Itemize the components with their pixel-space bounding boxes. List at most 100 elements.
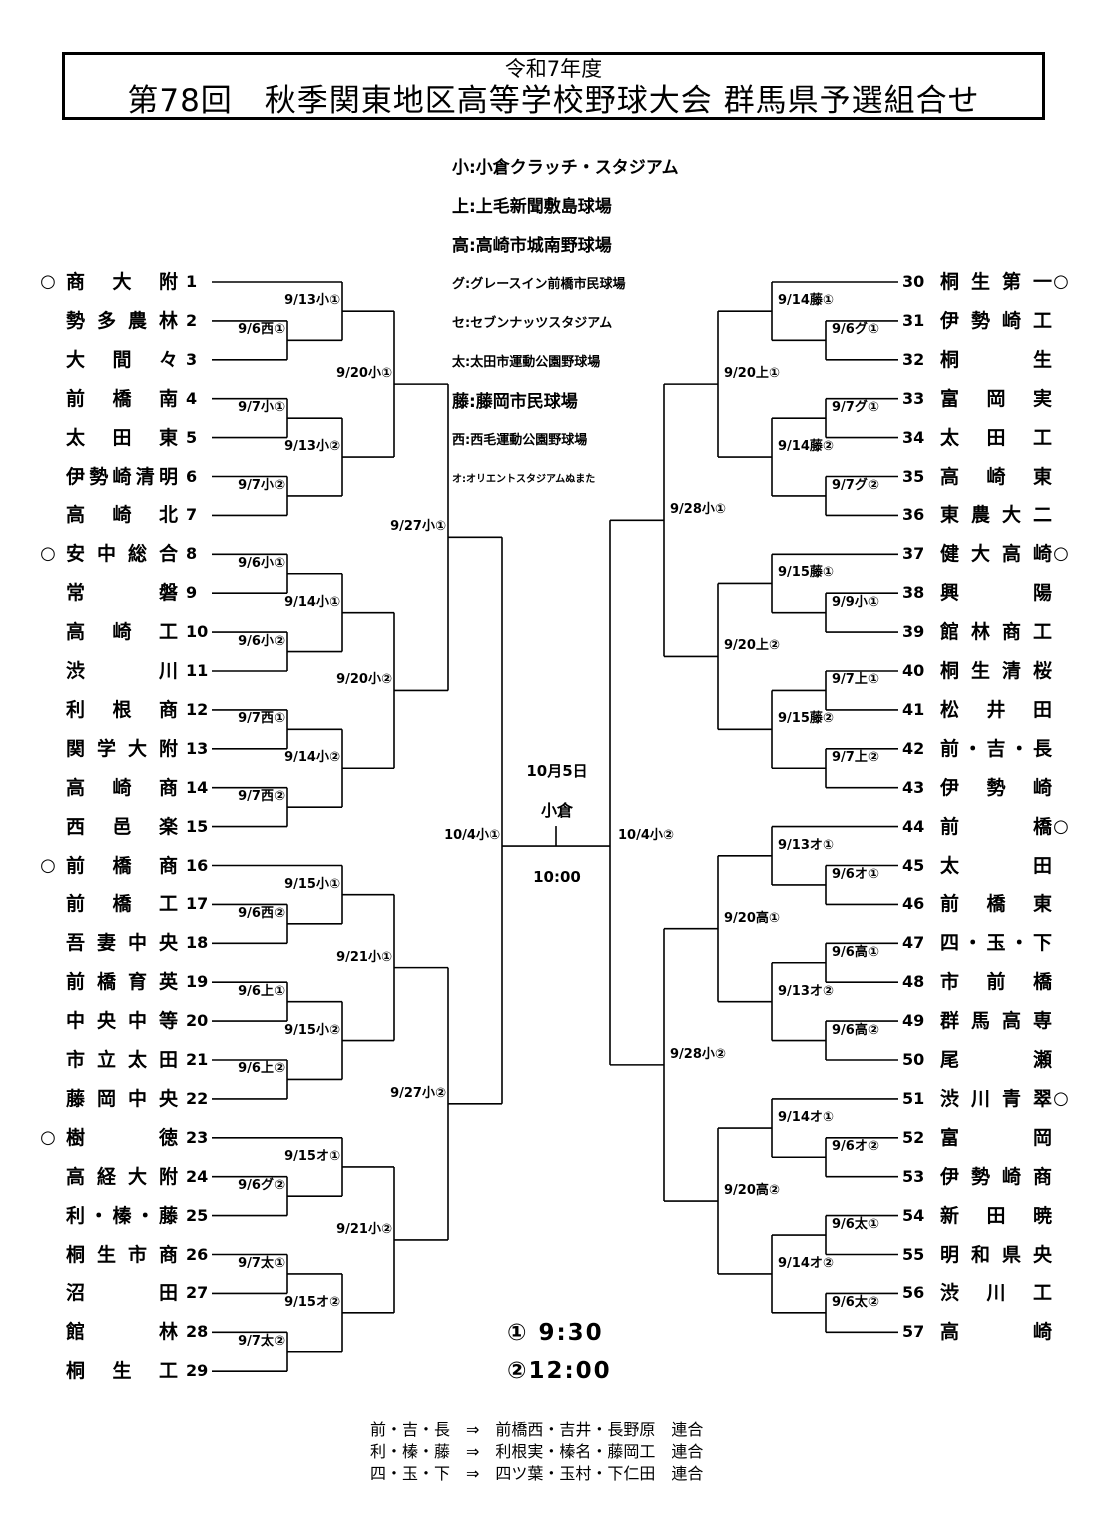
team-name: 松井田 (940, 698, 1052, 721)
game-label: 9/9小① (832, 594, 879, 611)
combined-team-note: 利・榛・藤 ⇒ 利根実・榛名・藤岡工 連合 (370, 1442, 704, 1461)
team-number: 21 (186, 1050, 209, 1069)
team-number: 12 (186, 699, 209, 719)
team-number: 5 (186, 427, 198, 447)
team-number: 20 (186, 1011, 209, 1031)
team-name: 渋川 (66, 660, 178, 682)
title-box: 令和7年度 第78回 秋季関東地区高等学校野球大会 群馬県予選組合せ (62, 52, 1045, 120)
team-number: 49 (902, 1011, 925, 1031)
game-label: 9/6小② (238, 633, 285, 650)
team-name: 太田 (940, 854, 1052, 877)
team-number: 32 (902, 349, 925, 369)
game-label: 10/4小① (444, 828, 500, 845)
game-label: 9/15オ② (284, 1294, 340, 1311)
team-number: 56 (902, 1283, 925, 1303)
venue-item: 藤:藤岡市民球場 (452, 392, 578, 412)
team-name: 前橋育英 (66, 971, 178, 994)
team-number: 16 (186, 855, 209, 875)
game-label: 9/6上② (238, 1061, 285, 1078)
final-venue: 小倉 (540, 801, 573, 820)
team-name: 群馬高専 (940, 1010, 1052, 1033)
team-name: 館林商工 (940, 621, 1052, 644)
game-label: 9/15藤① (778, 565, 834, 582)
team-name: 前・吉・長 (940, 737, 1052, 760)
time-slot-1: ① 9:30 (507, 1320, 604, 1346)
team-number: 54 (902, 1205, 925, 1225)
team-number: 28 (186, 1322, 209, 1342)
team-number: 50 (902, 1050, 925, 1069)
seed-marker: ○ (40, 854, 56, 876)
team-name: 商大附 (66, 271, 178, 293)
team-number: 11 (186, 661, 209, 680)
venue-item: 高:高崎市城南野球場 (452, 236, 612, 256)
team-name: 渋川工 (940, 1282, 1052, 1305)
team-number: 22 (186, 1088, 209, 1108)
game-label: 9/6オ② (832, 1139, 879, 1156)
game-label: 9/6オ① (832, 866, 879, 883)
game-label: 9/7上② (832, 750, 879, 767)
team-number: 30 (902, 272, 925, 291)
game-label: 9/6グ① (832, 322, 879, 339)
team-number: 26 (186, 1244, 209, 1264)
game-label: 9/14小② (284, 750, 340, 767)
game-label: 9/20小② (336, 672, 392, 689)
team-name: 伊勢崎 (940, 776, 1052, 799)
game-label: 9/15藤② (778, 711, 834, 728)
final-time: 10:00 (533, 868, 581, 886)
game-label: 9/14オ① (778, 1110, 834, 1127)
game-label: 9/21小② (336, 1221, 392, 1238)
team-name: 前橋工 (66, 893, 178, 916)
team-number: 35 (902, 466, 925, 486)
game-label: 9/13オ① (778, 837, 834, 854)
team-name: 太田工 (940, 426, 1052, 449)
team-number: 33 (902, 388, 925, 408)
team-number: 37 (902, 544, 925, 564)
team-number: 53 (902, 1166, 925, 1186)
team-number: 51 (902, 1088, 925, 1108)
game-label: 9/27小① (390, 519, 446, 536)
game-label: 9/13オ② (778, 983, 834, 1000)
team-name: 桐生工 (66, 1360, 178, 1383)
team-number: 36 (902, 505, 925, 525)
game-label: 9/20小① (336, 366, 392, 383)
game-label: 9/6高② (832, 1022, 879, 1039)
game-label: 9/7小② (238, 477, 285, 494)
game-label: 9/15オ① (284, 1148, 340, 1165)
team-number: 1 (186, 272, 198, 291)
team-number: 23 (186, 1127, 209, 1147)
game-label: 9/20高② (724, 1183, 780, 1199)
team-number: 6 (186, 466, 198, 486)
team-name: 藤岡中央 (66, 1087, 178, 1110)
team-name: 桐生市商 (66, 1243, 178, 1266)
team-number: 48 (902, 972, 925, 992)
team-number: 40 (902, 661, 925, 680)
team-number: 4 (186, 388, 198, 408)
seed-marker: ○ (40, 543, 56, 565)
team-name: 高崎工 (66, 621, 178, 644)
venue-item: 太:太田市運動公園野球場 (452, 355, 601, 370)
team-number: 31 (902, 310, 925, 330)
team-name: 興陽 (940, 582, 1052, 605)
team-number: 25 (186, 1205, 209, 1225)
team-number: 42 (902, 738, 925, 758)
team-name: 富岡 (940, 1126, 1052, 1149)
game-label: 9/6西① (238, 322, 285, 339)
team-name: 関学大附 (66, 737, 178, 760)
team-number: 14 (186, 777, 209, 797)
team-name: 前橋 (940, 815, 1052, 838)
team-name: 桐生第一 (940, 271, 1052, 293)
seed-marker: ○ (1053, 543, 1069, 565)
team-number: 7 (186, 505, 198, 525)
team-number: 3 (186, 349, 198, 369)
team-name: 市立太田 (66, 1049, 178, 1071)
game-label: 9/28小① (670, 502, 726, 519)
team-name: 高崎北 (66, 504, 178, 527)
team-name: 中央中等 (66, 1010, 178, 1033)
team-number: 13 (186, 738, 209, 758)
team-name: 四・玉・下 (940, 932, 1052, 955)
team-number: 52 (902, 1127, 925, 1147)
game-label: 9/7太② (238, 1333, 285, 1350)
team-name: 吾妻中央 (66, 932, 178, 955)
team-name: 伊勢崎商 (940, 1165, 1052, 1188)
